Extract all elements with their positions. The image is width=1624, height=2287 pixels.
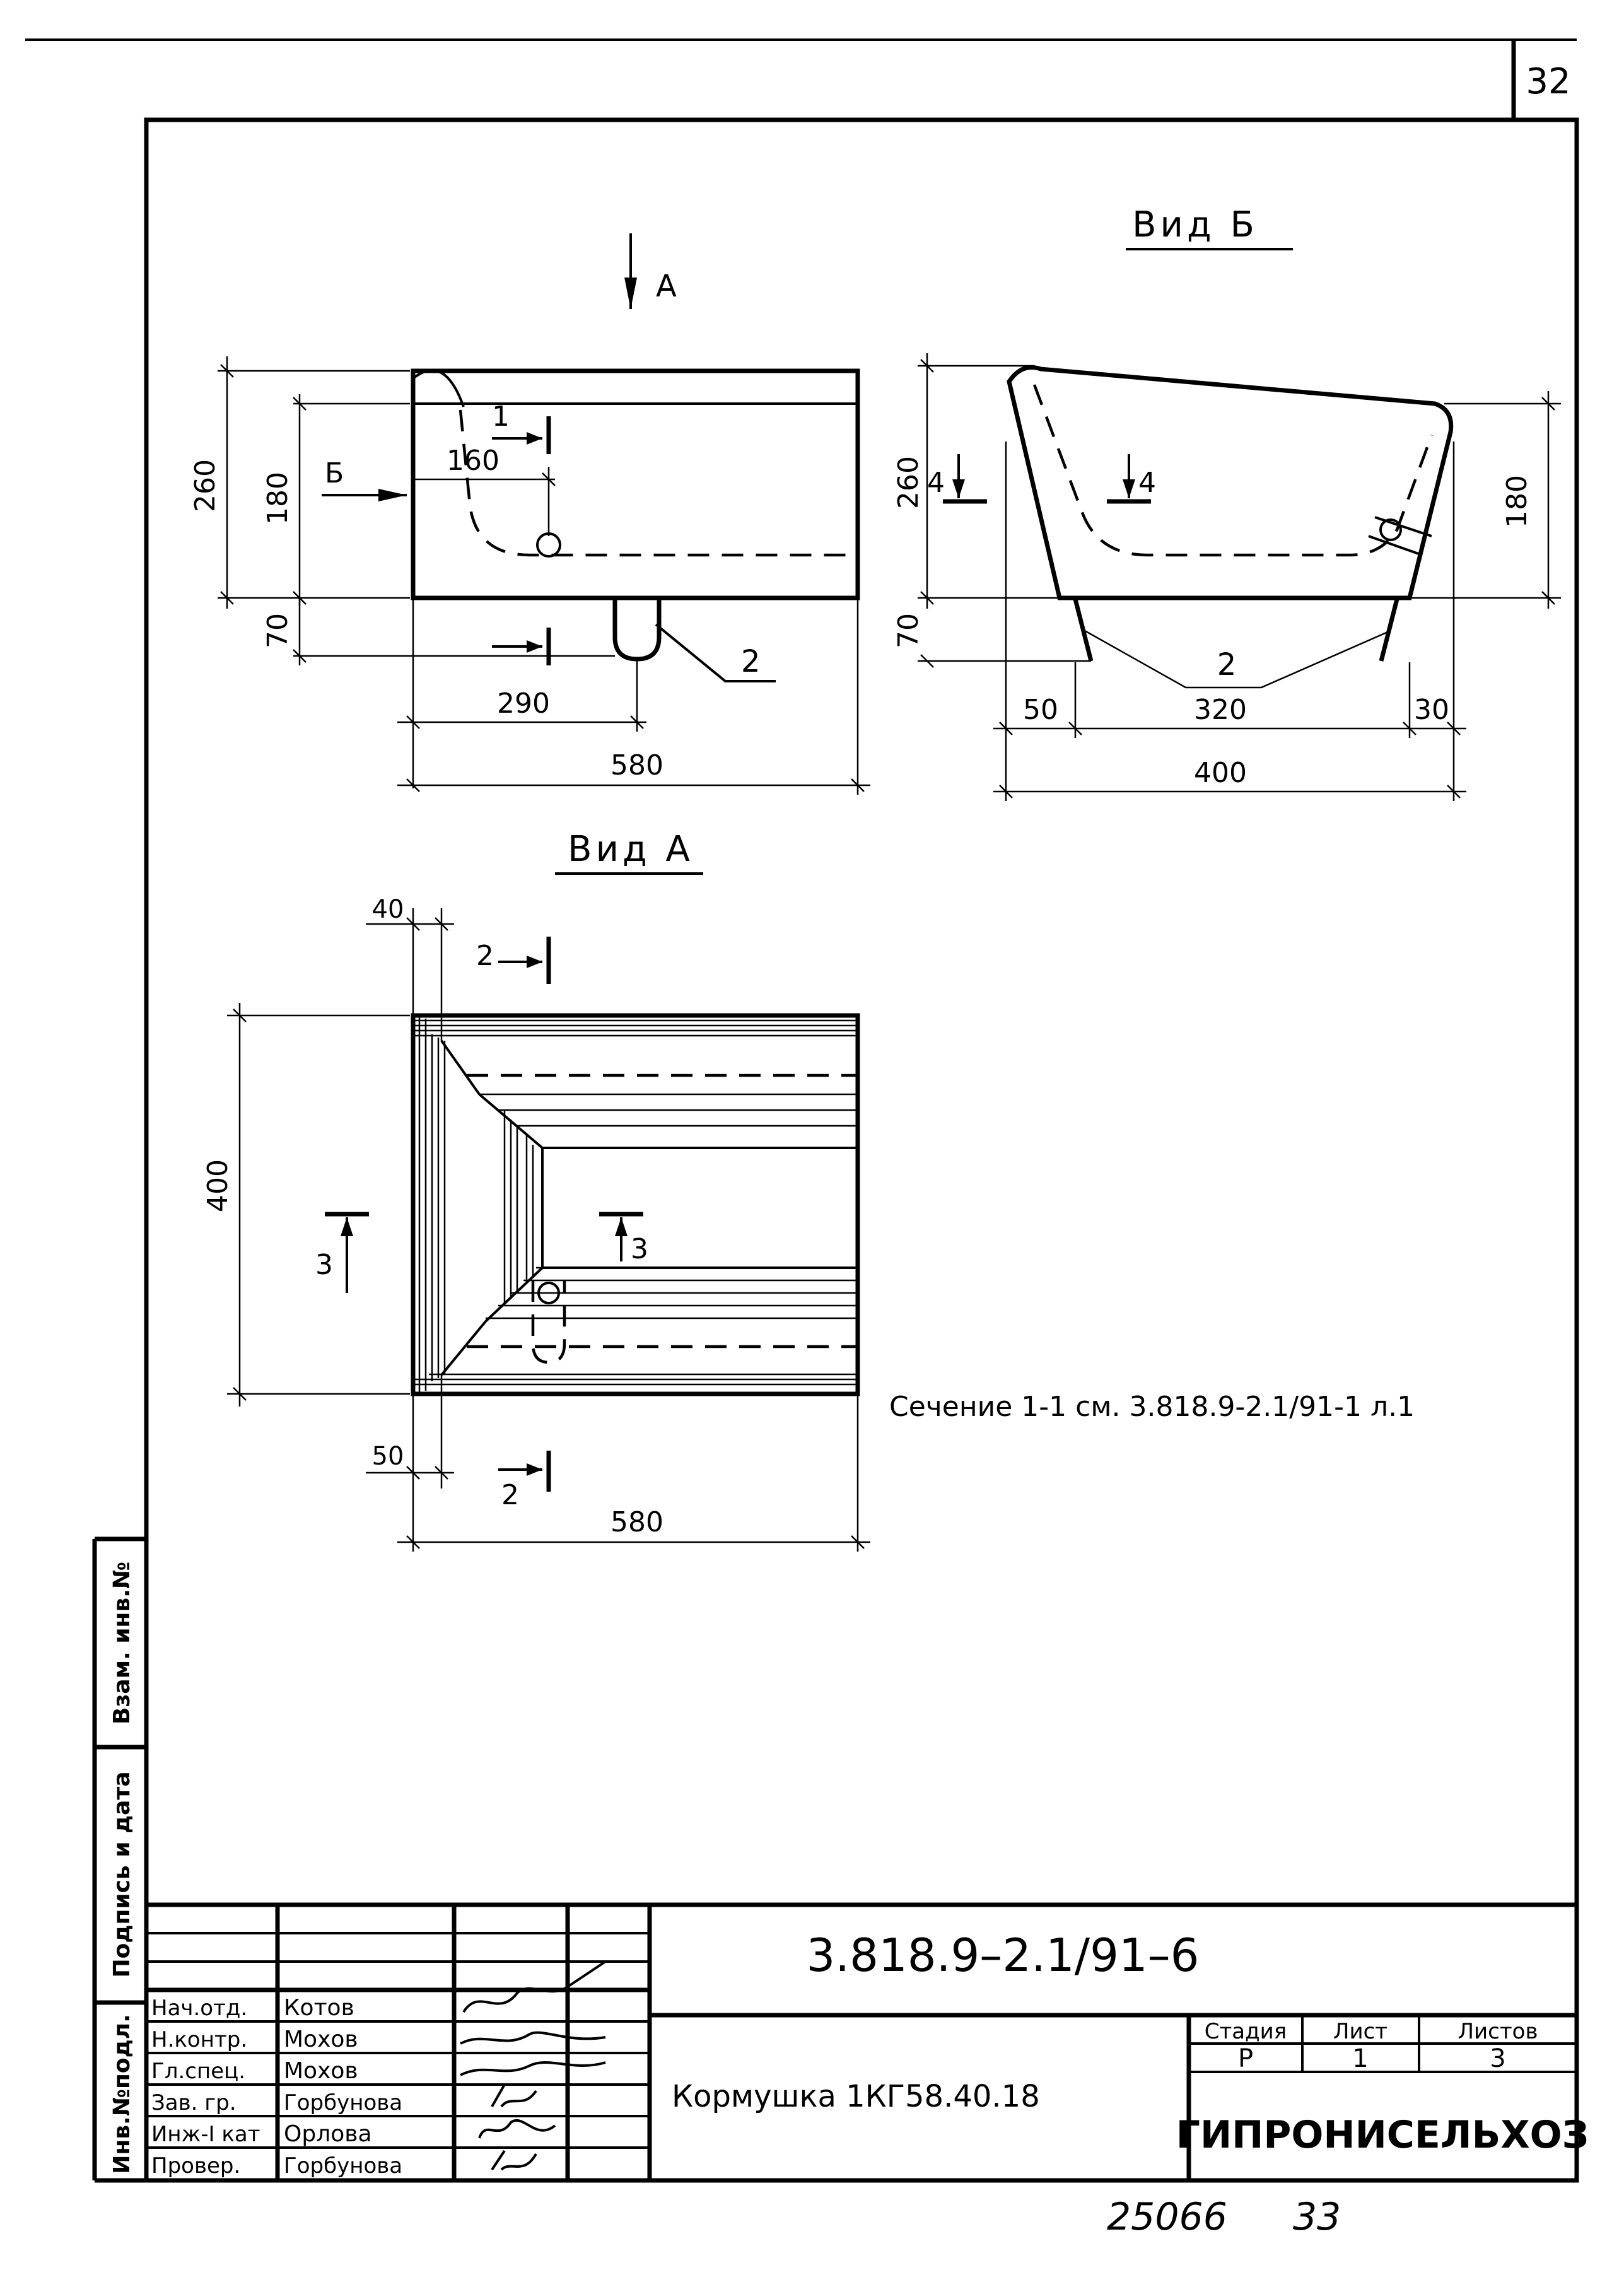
dim-viewb-260: 260 (892, 456, 925, 509)
dim-viewa-40: 40 (372, 895, 404, 924)
dim-front-180: 180 (262, 472, 294, 525)
dim-viewa-580: 580 (610, 1506, 663, 1538)
section-4-inner-label: 4 (1138, 467, 1156, 499)
side-label-signature-date: Подпись и дата (109, 1772, 135, 1978)
sheet-header: Лист (1333, 2019, 1387, 2044)
row-role-0: Нач.отд. (151, 1996, 247, 2021)
row-role-2: Гл.спец. (151, 2059, 245, 2084)
dim-viewa-50: 50 (372, 1442, 404, 1471)
signatures (460, 1960, 607, 2171)
dim-front-70: 70 (262, 613, 294, 648)
sheets-header: Листов (1458, 2019, 1538, 2044)
row-name-5: Горбунова (284, 2153, 402, 2179)
dim-viewb-30: 30 (1414, 694, 1449, 726)
row-name-4: Орлова (284, 2121, 372, 2147)
row-name-2: Мохов (284, 2058, 358, 2084)
row-role-5: Провер. (151, 2153, 240, 2179)
dim-front-260: 260 (189, 459, 221, 512)
section-4-left-label: 4 (927, 467, 945, 499)
view-b: Вид Б 2 4 4 260 (892, 204, 1561, 801)
item-name: Кормушка 1КГ58.40.18 (672, 2079, 1040, 2114)
side-label-inv-podl: Инв.№подл. (109, 2014, 135, 2174)
row-name-1: Мохов (284, 2027, 358, 2052)
view-b-arrow-label: Б (325, 457, 344, 489)
row-role-3: Зав. гр. (151, 2090, 237, 2115)
section-3-left-label: 3 (315, 1249, 333, 1281)
view-b-title: Вид Б (1132, 204, 1258, 245)
page-number: 32 (1526, 61, 1570, 102)
view-a-hatching (413, 1015, 858, 1394)
row-role-4: Инж-I кат (151, 2122, 260, 2147)
document-code: 3.818.9–2.1/91–6 (806, 1929, 1199, 1982)
dim-viewb-320: 320 (1194, 694, 1247, 726)
sheets-value: 3 (1490, 2044, 1505, 2073)
view-a-title: Вид А (568, 829, 694, 870)
row-name-3: Горбунова (284, 2090, 402, 2115)
dim-front-580: 580 (610, 749, 663, 781)
dim-viewb-70: 70 (892, 613, 925, 648)
side-label-vzam-inv: Взам. инв.№ (109, 1562, 135, 1724)
title-block: Нач.отд. Котов Н.контр. Мохов Гл.спец. М… (144, 1902, 1589, 2183)
section-1-upper-label: 1 (492, 401, 510, 433)
archive-page: 33 (1293, 2195, 1341, 2239)
dim-viewb-50: 50 (1023, 694, 1058, 726)
front-view: А 2 1 Б 260 (189, 233, 870, 795)
view-a-arrow-label: А (656, 269, 677, 304)
view-b-leader-2: 2 (1217, 647, 1237, 682)
row-role-1: Н.контр. (151, 2027, 247, 2052)
view-a: Вид А (202, 829, 870, 1552)
archive-number: 25066 (1107, 2195, 1227, 2239)
dim-viewa-400: 400 (202, 1159, 234, 1212)
section-3-inner-label: 3 (631, 1233, 648, 1265)
dim-viewb-400: 400 (1194, 757, 1247, 789)
dim-front-290: 290 (497, 687, 550, 720)
organization-name: ГИПРОНИСЕЛЬХОЗ (1176, 2113, 1589, 2157)
front-leader-2: 2 (741, 644, 761, 679)
section-2-bottom-label: 2 (501, 1479, 519, 1511)
stage-header: Стадия (1205, 2019, 1287, 2044)
section-note: Сечение 1-1 см. 3.818.9-2.1/91-1 л.1 (889, 1391, 1415, 1423)
side-stamp: Инв.№подл. Подпись и дата Взам. инв.№ (109, 1562, 135, 2174)
section-2-top-label: 2 (476, 940, 494, 972)
row-name-0: Котов (284, 1995, 354, 2021)
stage-value: Р (1238, 2044, 1253, 2073)
dim-front-160: 160 (447, 445, 499, 477)
sheet-value: 1 (1352, 2044, 1368, 2073)
dim-viewb-180: 180 (1501, 475, 1533, 528)
